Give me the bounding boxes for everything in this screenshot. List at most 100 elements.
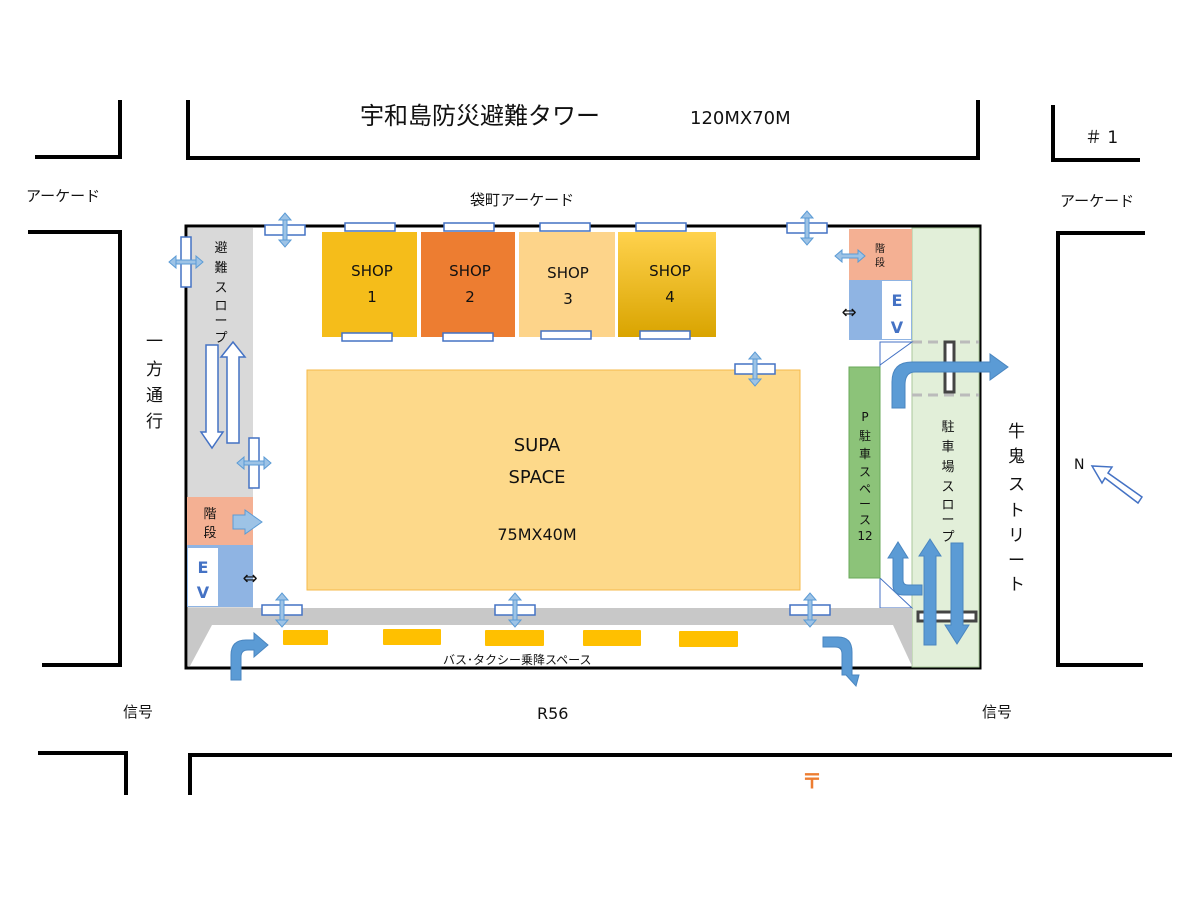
svg-text:ー: ー (941, 513, 954, 528)
parking-space-12: P 駐 車 ス ペ ー ス 12 (848, 366, 881, 579)
svg-text:ペ: ペ (859, 482, 871, 496)
north-arrow-icon: N (1074, 457, 1144, 505)
left-elevator-panel (188, 548, 218, 606)
svg-text:SUPA: SUPA (514, 435, 561, 456)
right-stairs-label: 階 (875, 243, 885, 255)
svg-text:SHOP: SHOP (449, 262, 491, 280)
svg-text:牛: 牛 (1008, 422, 1025, 442)
svg-text:ス: ス (859, 513, 871, 527)
tower-title: 宇和島防災避難タワー (360, 102, 600, 130)
left-elevator-door-icon: ⇔ (242, 568, 257, 589)
right-elevator-label: E (892, 291, 903, 310)
parking-slope (911, 227, 980, 668)
slope-down-arrow-icon (199, 344, 225, 450)
shop-4: SHOP 4 (618, 232, 716, 337)
right-elevator-panel (882, 281, 911, 339)
fukuromachi-arcade-label: 袋町アーケード (470, 191, 574, 209)
bus-bay (283, 630, 328, 645)
svg-text:場: 場 (941, 460, 954, 475)
svg-text:ス: ス (1008, 475, 1025, 495)
arcade-left-label: アーケード (26, 187, 100, 205)
svg-text:リ: リ (1008, 526, 1025, 546)
svg-text:N: N (1074, 457, 1084, 473)
bus-taxi-area-label: バス･タクシー乗降スペース (443, 653, 592, 667)
svg-text:3: 3 (563, 290, 573, 308)
signal-left-label: 信号 (123, 703, 153, 721)
svg-text:プ: プ (941, 530, 954, 545)
svg-text:12: 12 (857, 529, 872, 543)
svg-text:難: 難 (214, 261, 227, 276)
right-elevator-door-icon: ⇔ (841, 302, 856, 323)
bus-bay (383, 629, 441, 645)
svg-text:駐: 駐 (941, 420, 954, 435)
svg-text:V: V (891, 318, 904, 337)
svg-text:SHOP: SHOP (547, 264, 589, 282)
surrounding-blocks (28, 100, 1172, 795)
shop-3: SHOP 3 (519, 232, 615, 337)
entry-arrow-icon (230, 631, 269, 681)
route-label: R56 (537, 704, 568, 723)
bus-bay (679, 631, 738, 647)
svg-text:SHOP: SHOP (351, 262, 393, 280)
post-office-icon: 〒 (802, 769, 822, 793)
stairs-door-arrow-icon (232, 509, 263, 535)
svg-text:ロ: ロ (941, 498, 954, 513)
svg-text:ロ: ロ (214, 299, 227, 314)
svg-text:SHOP: SHOP (649, 262, 691, 280)
svg-text:駐: 駐 (859, 428, 871, 443)
svg-text:ー: ー (859, 497, 871, 511)
ushioni-street-label: 牛 鬼 ス ト リ ー ト (1008, 422, 1025, 595)
shop-2: SHOP 2 (421, 232, 515, 337)
parking-down-arrow-icon (944, 542, 970, 645)
svg-text:ス: ス (859, 465, 871, 479)
svg-text:ト: ト (1008, 575, 1025, 595)
one-way-label: 一 方 通 行 (146, 332, 163, 432)
svg-text:車: 車 (859, 447, 871, 461)
exit-arrow-icon (822, 636, 860, 688)
svg-text:避: 避 (214, 241, 227, 256)
slope-up-arrow-icon (219, 340, 247, 444)
bus-bay (583, 630, 641, 646)
svg-text:ス: ス (941, 480, 954, 495)
parking-slope-label: 駐 車 場 ス ロ ー プ (941, 420, 954, 545)
signal-right-label: 信号 (982, 703, 1012, 721)
svg-text:ー: ー (214, 314, 227, 329)
svg-text:2: 2 (465, 288, 475, 306)
svg-text:車: 車 (941, 440, 954, 455)
left-elevator-label: E (198, 558, 209, 577)
traffic-arrows (230, 353, 1009, 688)
walkway-strip (188, 608, 912, 625)
evacuation-slope-label: 避 難 ス ロ ー プ (214, 241, 227, 346)
shop-doors (341, 222, 691, 342)
parking-exit-arrow-icon (891, 353, 1009, 409)
bus-bay (485, 630, 544, 646)
svg-text:方: 方 (146, 360, 163, 380)
svg-text:段: 段 (875, 256, 885, 269)
shop-1: SHOP 1 (322, 232, 417, 337)
svg-text:V: V (197, 583, 210, 602)
block-number: ＃ 1 (1085, 128, 1118, 148)
supa-space: SUPA SPACE 75MX40M (306, 369, 801, 591)
svg-text:ス: ス (214, 281, 227, 296)
svg-text:鬼: 鬼 (1008, 447, 1025, 467)
arcade-right-label: アーケード (1060, 192, 1134, 210)
svg-text:段: 段 (203, 526, 216, 541)
svg-text:行: 行 (146, 412, 163, 432)
svg-text:ト: ト (1008, 501, 1025, 521)
parking-gate-bottom-icon (916, 610, 978, 623)
svg-text:1: 1 (367, 288, 377, 306)
left-stairs-label: 階 (203, 507, 216, 522)
parking-up-arrow-icon (918, 538, 942, 646)
svg-text:SPACE: SPACE (508, 467, 565, 488)
svg-text:ー: ー (1008, 551, 1025, 571)
svg-text:一: 一 (146, 332, 163, 352)
svg-text:75MX40M: 75MX40M (497, 525, 576, 544)
svg-text:P: P (861, 410, 868, 424)
bus-bays (283, 629, 738, 647)
parking-turn-arrow-icon (887, 541, 923, 596)
svg-text:通: 通 (146, 386, 163, 406)
svg-text:4: 4 (665, 288, 675, 306)
svg-text:プ: プ (214, 331, 227, 346)
tower-size: 120MX70M (690, 108, 791, 129)
